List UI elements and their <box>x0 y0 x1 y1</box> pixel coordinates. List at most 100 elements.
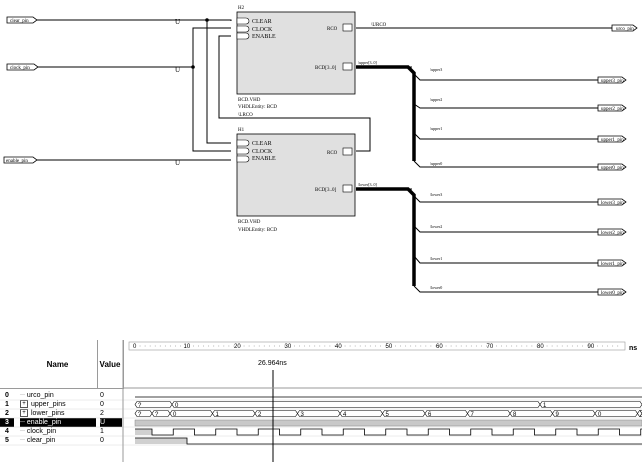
ruler-minor-tick <box>193 345 194 347</box>
ruler-minor-tick <box>607 345 609 347</box>
lower-bus-segment <box>424 410 468 417</box>
output-pins[interactable]: urco_pin upper3_pin upper2_pin upper1_pi… <box>597 24 638 296</box>
clear-pin-port[interactable] <box>6 16 38 24</box>
signal-name[interactable]: ─ clear_pin <box>20 436 96 445</box>
ruler-minor-tick <box>506 345 508 347</box>
ruler-minor-tick <box>334 345 336 347</box>
signal-name[interactable]: ─ clock_pin <box>20 427 96 436</box>
lower-bus-segment-label: 0 <box>598 412 602 418</box>
tree-branch-icon: ─ <box>20 437 27 444</box>
signal-row-lower-pins[interactable]: 2 +lower_pins 2 <box>0 409 123 418</box>
upper3-net: \upper3 <box>430 67 442 72</box>
h2-instance-label: H2 <box>238 6 245 11</box>
signal-name[interactable]: ─ enable_pin <box>20 418 96 427</box>
signal-value: 2 <box>100 410 104 417</box>
upper-bus-segment-label: 0 <box>175 403 179 409</box>
ruler-minor-tick <box>435 345 437 347</box>
urco-pin-port[interactable] <box>611 24 638 32</box>
bcd-block-h2[interactable]: H2 CLEAR CLOCK ENABLE RCO BCD[3..0] BCD.… <box>236 6 387 110</box>
upper0-pin-label: upper0_pin <box>601 166 624 171</box>
upper3-pin-port[interactable] <box>597 76 627 84</box>
ruler-minor-tick <box>273 345 275 347</box>
signal-index: 2 <box>5 410 9 417</box>
ruler-minor-tick <box>304 345 306 347</box>
ruler-minor-tick <box>395 345 396 347</box>
signal-name[interactable]: ─ urco_pin <box>20 391 96 400</box>
ruler-minor-tick <box>460 345 462 347</box>
ruler-minor-tick <box>180 345 181 347</box>
upper2-net: \upper2 <box>430 97 442 102</box>
ruler-minor-tick <box>405 345 407 347</box>
ruler-minor-tick <box>349 345 351 347</box>
lower2-net: \lower2 <box>430 224 442 229</box>
ruler-minor-tick <box>445 345 447 347</box>
lrco-net-label: \LRCO <box>238 113 253 118</box>
upper0-pin-port[interactable] <box>597 163 627 171</box>
upper-bus-segment <box>539 401 642 408</box>
ruler-minor-tick <box>154 345 156 347</box>
ruler-minor-tick <box>279 345 280 347</box>
upper1-pin-port[interactable] <box>597 135 627 143</box>
ruler-tick-label: 60 <box>436 344 443 350</box>
ruler-minor-tick <box>597 345 598 347</box>
lower-bus-segment <box>552 410 596 417</box>
lower3-net: \lower3 <box>430 192 442 197</box>
ruler-minor-tick <box>501 345 502 347</box>
lower-bus-segment-label: 3 <box>301 412 305 418</box>
lower-bus-segment <box>467 410 511 417</box>
ruler-minor-tick <box>516 345 518 347</box>
ruler-box[interactable] <box>128 341 626 351</box>
lower2-pin-port[interactable] <box>597 228 627 236</box>
clock-trace <box>135 428 642 436</box>
ruler-minor-tick <box>208 345 210 347</box>
expand-icon[interactable]: + <box>20 409 28 418</box>
lower3-pin-port[interactable] <box>597 198 627 206</box>
name-column-header[interactable]: Name <box>18 340 98 389</box>
signal-name[interactable]: +lower_pins <box>20 409 96 418</box>
clear-pin-label: clear_pin <box>10 19 29 24</box>
enable-pin-port[interactable] <box>3 156 38 164</box>
ruler-minor-tick <box>415 345 417 347</box>
h1-port-enable: ENABLE <box>252 156 276 162</box>
ruler-minor-tick <box>526 345 528 347</box>
signal-name[interactable]: +upper_pins <box>20 400 96 409</box>
h2-port-enable: ENABLE <box>252 34 276 40</box>
ruler-minor-tick <box>175 345 176 347</box>
signal-index: 0 <box>5 392 9 399</box>
tree-branch-icon: ─ <box>20 419 27 426</box>
signal-index: 5 <box>5 437 9 444</box>
signal-value: 1 <box>100 428 104 435</box>
upper2-pin-port[interactable] <box>597 104 627 112</box>
h1-port-bcd: BCD[3..0] <box>315 188 336 193</box>
lower-bus-segment-label: ? <box>138 412 142 418</box>
clear-undefined-region <box>135 438 187 444</box>
expand-icon[interactable]: + <box>20 400 28 409</box>
ruler-minor-tick <box>344 345 346 347</box>
lower-bus-segment-label: 1 <box>216 412 220 418</box>
ruler-minor-tick <box>556 345 558 347</box>
upper-bus-segment-label: 1 <box>543 403 547 409</box>
ruler-minor-tick <box>450 345 452 347</box>
lower0-pin-port[interactable] <box>597 288 627 296</box>
ruler-minor-tick <box>582 345 583 347</box>
h1-port-clock: CLOCK <box>252 149 273 155</box>
clock-pin-port[interactable] <box>6 63 39 71</box>
lower1-pin-port[interactable] <box>597 259 627 267</box>
ruler-minor-tick <box>324 345 326 347</box>
input-pins[interactable]: clear_pin clock_pin enable_pin <box>3 16 39 164</box>
ruler-minor-tick <box>263 345 265 347</box>
ruler-minor-tick <box>617 345 619 347</box>
ruler-minor-tick <box>566 345 568 347</box>
schematic-canvas[interactable]: clear_pin clock_pin enable_pin U U U H2 … <box>0 0 642 302</box>
bcd-block-h1[interactable]: \LRCO H1 CLEAR CLOCK ENABLE RCO BCD[3..0… <box>236 113 378 233</box>
ruler-tick-label: 30 <box>285 344 292 350</box>
h2-port-clock: CLOCK <box>252 27 273 33</box>
